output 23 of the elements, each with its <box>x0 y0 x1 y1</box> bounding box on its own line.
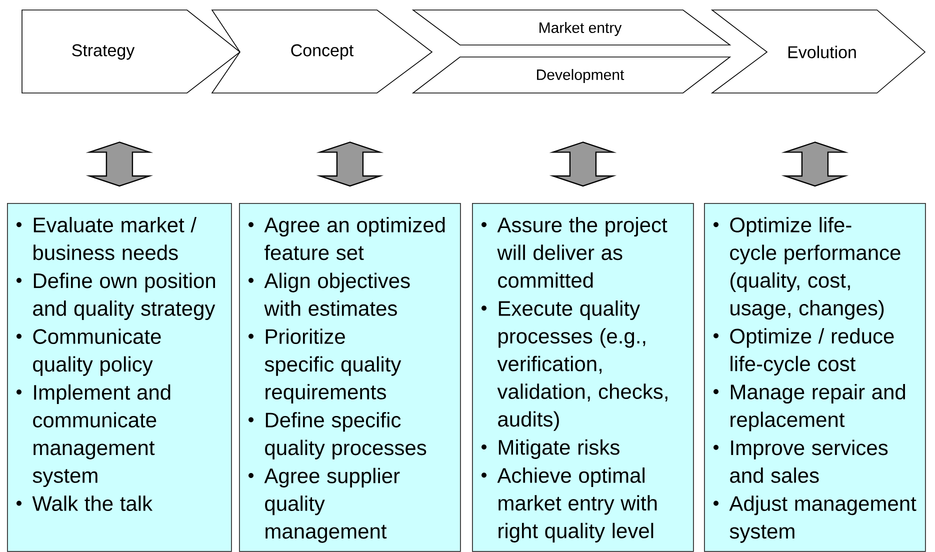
bullet-item: Define specific quality processes <box>248 412 426 460</box>
bullet-item: Assure the project will deliver as committed <box>482 216 668 288</box>
bullet-item: Manage repair and replacement <box>714 384 906 432</box>
bullet-item: Improve services and sales <box>714 440 888 483</box>
bullet-item: Implement and communicate management system <box>16 384 170 488</box>
double-arrow <box>86 142 154 187</box>
bullet-item: Execute quality processes (e.g., verification, validation, checks, audits) <box>482 300 668 431</box>
bullet-item: Prioritize specific quality requirements <box>248 328 402 404</box>
bullet-item: Define own position and quality strategy <box>16 272 216 320</box>
double-arrow <box>316 142 384 187</box>
double-arrow <box>781 142 849 187</box>
bullet-item: Communicate quality policy <box>16 328 161 376</box>
bullet-item: Optimize / reduce life-cycle cost <box>714 328 894 376</box>
bullet-item: Mitigate risks <box>482 439 620 459</box>
bullet-item: Evaluate market / business needs <box>16 216 197 260</box>
double-arrow <box>549 142 617 187</box>
bullet-item: Agree an optimized feature set <box>248 216 445 260</box>
bullet-item: Align objectives with estimates <box>248 272 410 316</box>
bullet-item: Walk the talk <box>16 496 153 511</box>
bullet-item: Adjust management system <box>714 496 916 543</box>
bullet-item: Achieve optimal market entry with right quality level <box>482 467 657 542</box>
bullet-item: Optimize life-cycle performance (quality, cost, usage, changes) <box>714 216 900 320</box>
bullet-item: Agree supplier quality management <box>248 468 400 543</box>
